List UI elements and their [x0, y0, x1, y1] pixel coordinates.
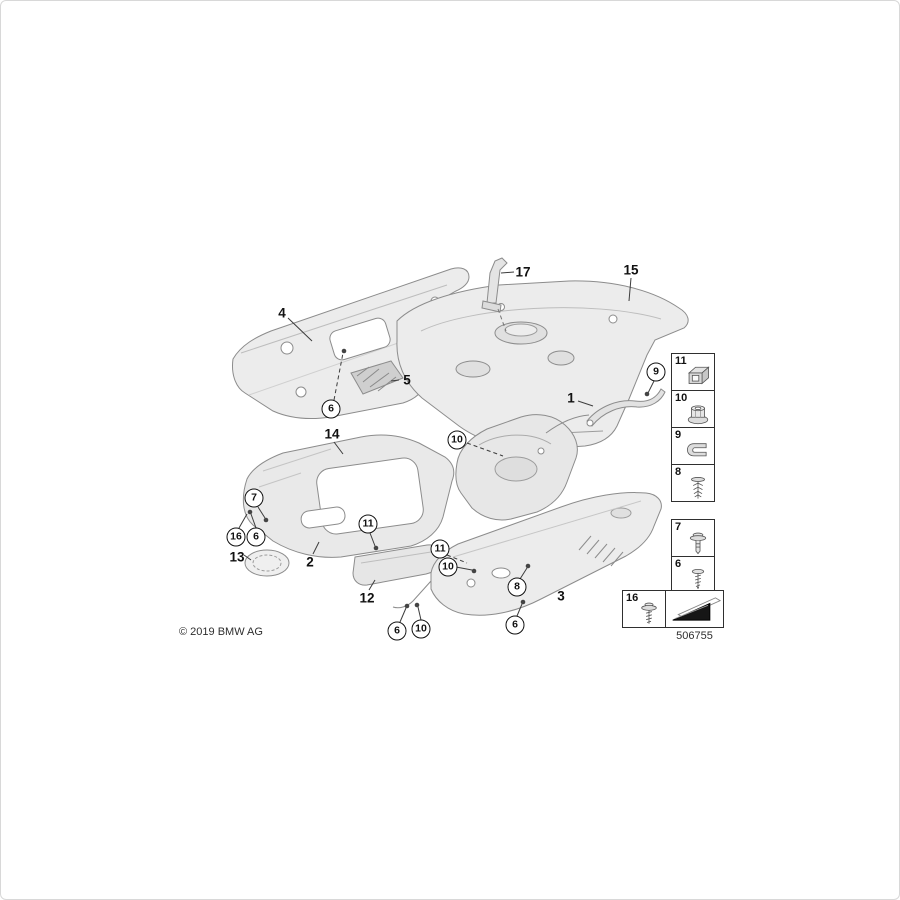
legend-box-9[interactable]: 9	[671, 427, 715, 465]
legend-box-6[interactable]: 6	[671, 556, 715, 594]
bracket-1	[586, 388, 666, 427]
fastener-dots	[247, 348, 650, 609]
copyright-text: © 2019 BMW AG	[179, 626, 263, 638]
legend-label-8: 8	[675, 466, 682, 478]
cover-13	[244, 549, 290, 577]
legend-label-16: 16	[626, 592, 639, 604]
callout-3[interactable]: 3	[557, 588, 565, 604]
legend-label-7: 7	[675, 521, 682, 533]
callout-13[interactable]: 13	[229, 549, 245, 565]
callout-4[interactable]: 4	[278, 305, 286, 321]
screw-icon	[634, 601, 664, 627]
legend-label-11: 11	[675, 355, 687, 367]
callout-11-circle-a[interactable]: 11	[358, 514, 378, 534]
callout-6-circle-d[interactable]: 6	[505, 615, 525, 635]
callout-10-circle-b[interactable]: 10	[438, 557, 458, 577]
callout-14[interactable]: 14	[324, 426, 340, 442]
callout-16-circle[interactable]: 16	[226, 527, 246, 547]
callout-8-circle[interactable]: 8	[507, 577, 527, 597]
callout-6-circle-a[interactable]: 6	[321, 399, 341, 419]
expanding-rivet-icon	[683, 475, 713, 501]
panel-14	[242, 434, 455, 558]
callout-6-circle-c[interactable]: 6	[387, 621, 407, 641]
callout-10-circle-c[interactable]: 10	[411, 619, 431, 639]
legend-label-9: 9	[675, 429, 682, 441]
legend-box-10[interactable]: 10	[671, 390, 715, 428]
callout-9-circle[interactable]: 9	[646, 362, 666, 382]
callout-6-circle-b[interactable]: 6	[246, 527, 266, 547]
callout-1[interactable]: 1	[567, 390, 575, 406]
callout-5[interactable]: 5	[403, 372, 411, 388]
callout-15[interactable]: 15	[623, 262, 639, 278]
heat-shield-5	[350, 360, 404, 395]
callout-2[interactable]: 2	[306, 554, 314, 570]
expanding-rivet-icon	[683, 530, 713, 556]
legend-label-6: 6	[675, 558, 682, 570]
legend-box-wedge[interactable]	[665, 590, 724, 628]
screw-icon	[683, 567, 713, 593]
plastic-nut-icon	[683, 401, 713, 427]
bracket-17	[481, 257, 508, 332]
callout-12[interactable]: 12	[359, 590, 375, 606]
sheet-metal-clamp-icon	[683, 438, 713, 464]
legend-box-7[interactable]: 7	[671, 519, 715, 557]
panel-3	[392, 492, 662, 616]
legend-box-11[interactable]: 11	[671, 353, 715, 391]
center-cover	[455, 414, 590, 521]
callout-10-circle-a[interactable]: 10	[447, 430, 467, 450]
foam-wedge-icon	[669, 593, 722, 625]
legend-box-8[interactable]: 8	[671, 464, 715, 502]
legend-label-10: 10	[675, 392, 688, 404]
diagram-number: 506755	[676, 630, 713, 642]
callout-11-circle-b[interactable]: 11	[430, 539, 450, 559]
callout-17[interactable]: 17	[515, 264, 531, 280]
leader-lines	[238, 271, 655, 623]
callout-7-circle[interactable]: 7	[244, 488, 264, 508]
legend-box-16[interactable]: 16	[622, 590, 666, 628]
cage-nut-icon	[683, 364, 713, 390]
